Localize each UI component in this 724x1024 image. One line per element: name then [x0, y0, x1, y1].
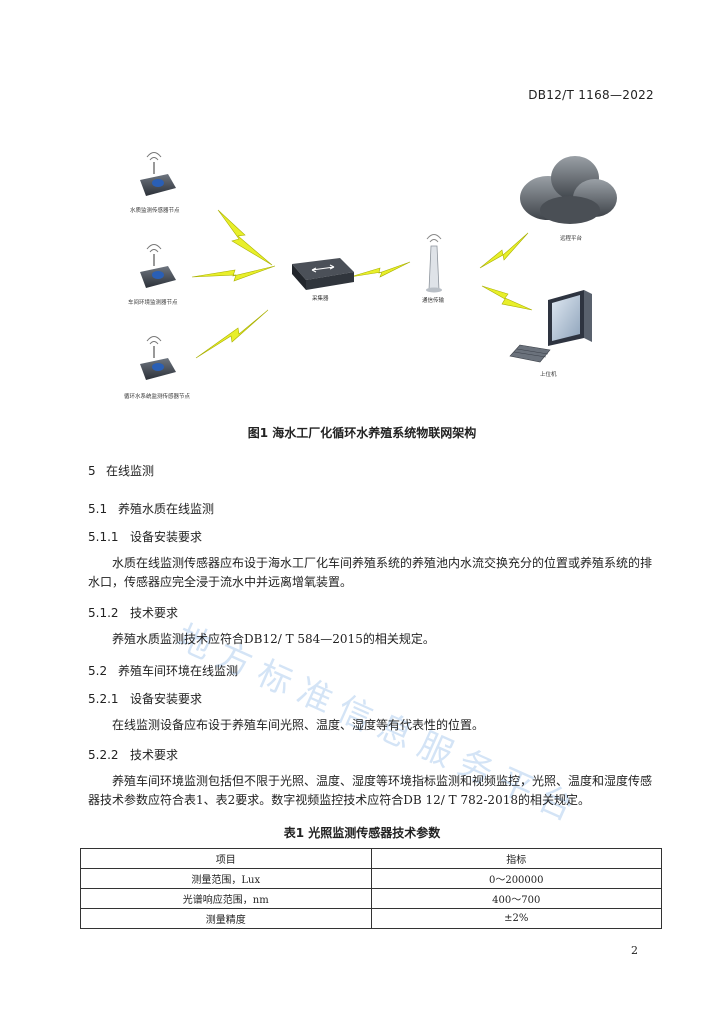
sensor-node-2-label: 车间环境监测器节点 — [128, 300, 178, 306]
table-cell: 光谱响应范围，nm — [80, 888, 372, 909]
bolt-icon-4 — [349, 261, 411, 278]
section-5-2-1-text: 在线监测设备应布设于养殖车间光照、温度、湿度等有代表性的位置。 — [112, 718, 485, 732]
table-cell: ±2% — [370, 908, 662, 929]
table-row: 测量范围，Lux 0～200000 — [80, 868, 662, 889]
sensor-node-1-icon — [140, 152, 176, 196]
section-5-2-2-text: 养殖车间环境监测包括但不限于光照、温度、湿度等环境指标监测和视频监控，光照、温度… — [88, 774, 653, 807]
page-number: 2 — [631, 944, 638, 957]
table-header-item: 项目 — [80, 848, 372, 869]
bolt-icon-6 — [481, 285, 533, 311]
table-cell: 0～200000 — [370, 868, 662, 889]
section-number: 5.2.2 — [88, 748, 119, 762]
computer-icon — [509, 290, 592, 363]
table-header-row: 项目 指标 — [80, 848, 662, 869]
pc-label: 上位机 — [540, 372, 557, 378]
table-cell: 400～700 — [370, 888, 662, 909]
sensor-node-3-icon — [140, 336, 176, 380]
figure-caption: 图1 海水工厂化循环水养殖系统物联网架构 — [247, 426, 477, 440]
sensor-node-1-label: 水质监测传感器节点 — [130, 208, 180, 214]
section-number: 5.1.2 — [88, 606, 119, 620]
section-number: 5.1.1 — [88, 530, 119, 544]
section-5-1-2-heading: 5.1.2 技术要求 — [88, 604, 178, 621]
table-cell: 测量范围，Lux — [80, 868, 372, 889]
table-caption: 表1 光照监测传感器技术参数 — [283, 826, 441, 840]
table-cell: 测量精度 — [80, 908, 372, 929]
cloud-label: 远程平台 — [560, 236, 583, 242]
table-row: 测量精度 ±2% — [80, 908, 662, 929]
table-row: 光谱响应范围，nm 400～700 — [80, 888, 662, 909]
collector-label: 采集器 — [312, 296, 329, 302]
document-code: DB12/T 1168—2022 — [528, 88, 654, 102]
section-5-2-1-heading: 5.2.1 设备安装要求 — [88, 690, 202, 707]
bolt-icon-5 — [479, 232, 529, 269]
section-title: 养殖车间环境在线监测 — [118, 664, 239, 678]
antenna-icon — [426, 234, 442, 293]
section-5-2-2-heading: 5.2.2 技术要求 — [88, 746, 178, 763]
iot-architecture-figure: 水质监测传感器节点 车间环境监测器节点 循环水系统监测传感器节点 采集器 通信传… — [100, 140, 670, 415]
section-number: 5.1 — [88, 502, 108, 516]
sensor-node-2-icon — [140, 244, 176, 288]
section-title: 养殖水质在线监测 — [118, 502, 215, 516]
section-5-1-1-heading: 5.1.1 设备安装要求 — [88, 528, 202, 545]
section-title: 在线监测 — [106, 464, 155, 478]
bolt-icon-3 — [195, 309, 269, 359]
architecture-diagram — [140, 152, 617, 380]
section-title: 技术要求 — [130, 606, 179, 620]
section-5-1-1-text: 水质在线监测传感器应布设于海水工厂化车间养殖系统的养殖池内水流交换充分的位置或养… — [88, 556, 653, 589]
table-header-value: 指标 — [370, 848, 662, 869]
section-title: 设备安装要求 — [130, 692, 203, 706]
section-title: 技术要求 — [130, 748, 179, 762]
sensor-node-3-label: 循环水系统监测传感器节点 — [124, 394, 191, 400]
comm-label: 通信传输 — [422, 298, 445, 304]
section-number: 5.2 — [88, 664, 108, 678]
section-5-heading: 5 在线监测 — [88, 462, 154, 479]
section-number: 5 — [88, 464, 96, 478]
wireless-link-icons — [191, 209, 533, 359]
cloud-platform-icon — [520, 156, 617, 224]
section-5-2-heading: 5.2 养殖车间环境在线监测 — [88, 662, 238, 679]
section-5-1-heading: 5.1 养殖水质在线监测 — [88, 500, 214, 517]
light-sensor-spec-table: 项目 指标 测量范围，Lux 0～200000 光谱响应范围，nm 400～70… — [80, 848, 662, 929]
bolt-icon-1 — [217, 209, 273, 266]
section-5-1-2-text: 养殖水质监测技术应符合DB12/ T 584—2015的相关规定。 — [112, 632, 435, 646]
section-title: 设备安装要求 — [130, 530, 203, 544]
section-number: 5.2.1 — [88, 692, 119, 706]
collector-icon — [292, 258, 354, 290]
bolt-icon-2 — [191, 265, 276, 282]
